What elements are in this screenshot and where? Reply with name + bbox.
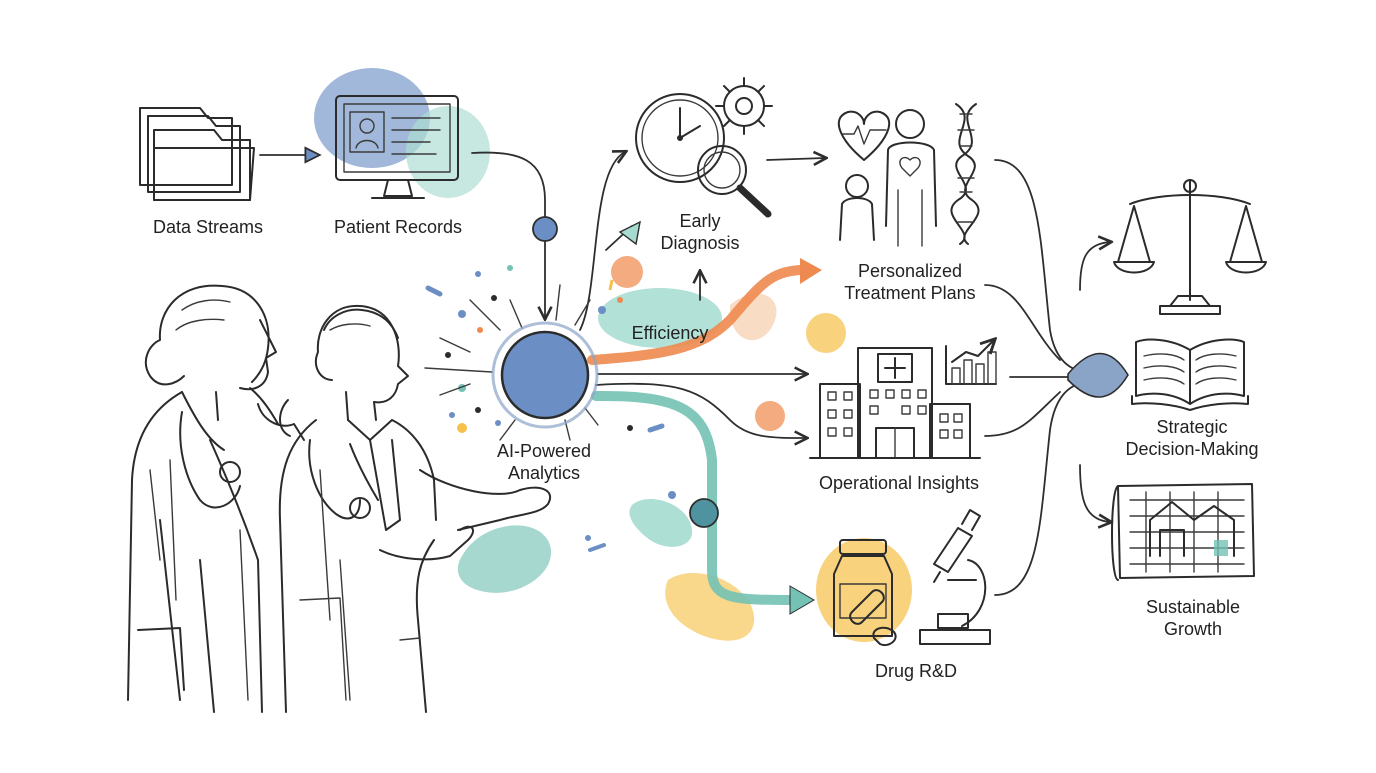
ai-analytics-node [491, 321, 599, 429]
heart-icon [837, 110, 891, 161]
label-operational-insights: Operational Insights [818, 473, 980, 493]
flow-ribbons [587, 258, 822, 615]
label-efficiency: Efficiency [631, 323, 709, 343]
node-dot [689, 498, 719, 528]
scales-icon [1113, 179, 1267, 315]
label-drug-rd: Drug R&D [874, 661, 958, 681]
patient-figures-icon [839, 109, 937, 247]
particle-burst [424, 265, 676, 552]
dna-icon [950, 103, 980, 245]
clock-icon [635, 93, 725, 183]
bar-chart-icon [945, 340, 996, 385]
folders-icon [139, 107, 255, 201]
node-dot [532, 216, 558, 242]
microscope-icon [919, 509, 991, 645]
magnifier-icon [697, 145, 772, 218]
doctors-illustration [127, 284, 551, 713]
open-book-icon [1131, 338, 1249, 411]
monitor-patient-record-icon [335, 95, 459, 199]
blueprint-icon [1111, 483, 1255, 581]
pill-bottle-icon [833, 539, 897, 646]
hospital-icon [809, 347, 981, 459]
label-data-streams: Data Streams [152, 217, 264, 237]
connectors [259, 152, 1129, 596]
label-patient-records: Patient Records [333, 217, 463, 237]
gear-icon [715, 77, 773, 135]
